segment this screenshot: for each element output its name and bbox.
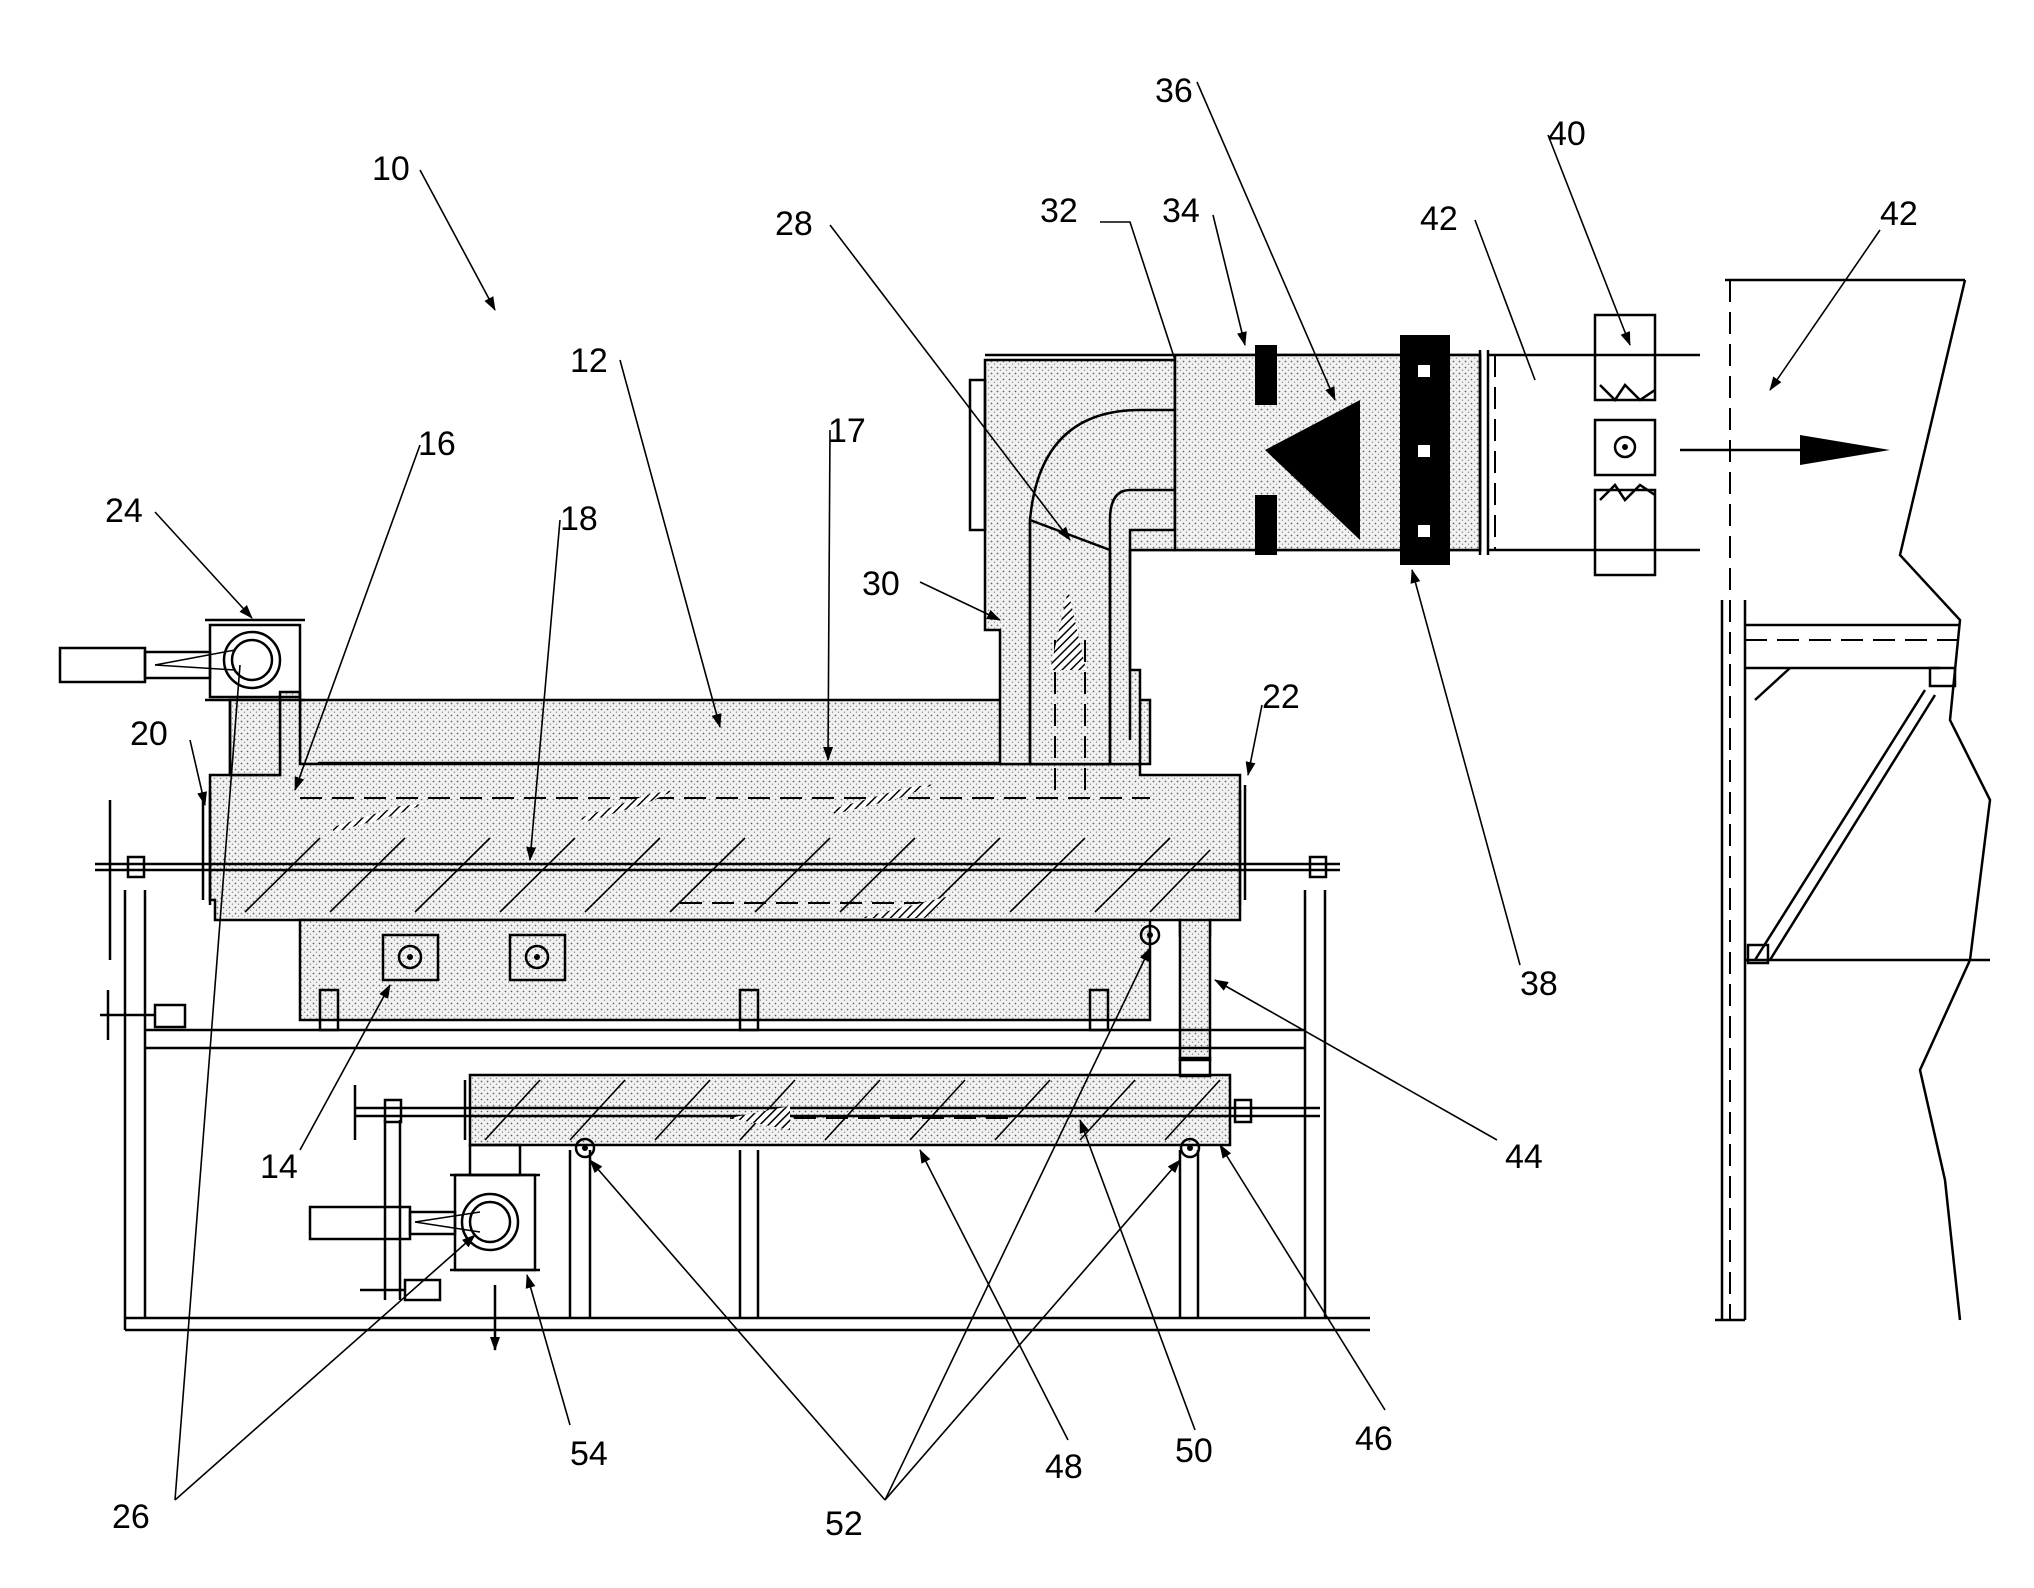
label-40: 40: [1548, 115, 1586, 153]
label-42a: 42: [1420, 200, 1458, 238]
label-28: 28: [775, 205, 813, 243]
label-22: 22: [1262, 678, 1300, 716]
label-17: 17: [828, 412, 866, 450]
label-48: 48: [1045, 1448, 1083, 1486]
outlet-duct: [1488, 315, 1890, 575]
cooling-screw: [355, 1058, 1320, 1300]
label-42b: 42: [1880, 195, 1918, 233]
label-30: 30: [862, 565, 900, 603]
label-46: 46: [1355, 1420, 1393, 1458]
feed-airlock: [60, 620, 305, 775]
label-44: 44: [1505, 1138, 1543, 1176]
label-36: 36: [1155, 72, 1193, 110]
structure-right: [1715, 280, 1990, 1320]
label-52: 52: [825, 1505, 863, 1543]
label-14: 14: [260, 1148, 298, 1186]
discharge-chute: [1141, 920, 1210, 1060]
label-24: 24: [105, 492, 143, 530]
label-50: 50: [1175, 1432, 1213, 1470]
label-32: 32: [1040, 192, 1078, 230]
label-16: 16: [418, 425, 456, 463]
riser-duct: [970, 360, 1190, 795]
label-54: 54: [570, 1435, 608, 1473]
firebox: [300, 920, 1150, 1030]
label-34: 34: [1162, 192, 1200, 230]
label-18: 18: [560, 500, 598, 538]
label-12: 12: [570, 342, 608, 380]
label-26: 26: [112, 1498, 150, 1536]
label-20: 20: [130, 715, 168, 753]
label-38: 38: [1520, 965, 1558, 1003]
label-10: 10: [372, 150, 410, 188]
